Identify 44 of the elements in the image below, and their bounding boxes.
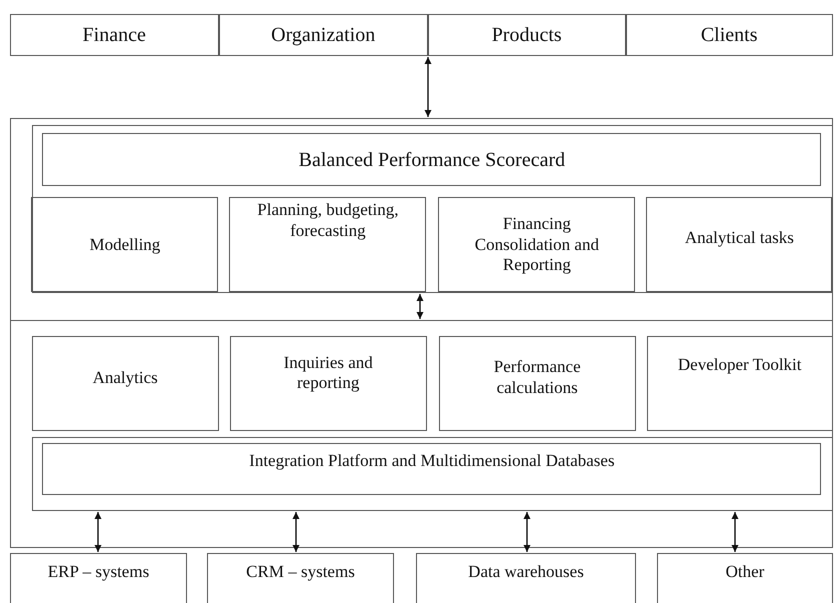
section-frame — [10, 320, 833, 548]
header-cell — [428, 14, 626, 56]
box-label: Performance calculations — [492, 357, 582, 399]
module-box — [438, 197, 636, 292]
section-frame — [10, 118, 833, 321]
source-box — [416, 553, 636, 603]
box-label: Finance — [82, 22, 146, 47]
double-arrow — [292, 512, 300, 552]
module-box — [646, 336, 833, 431]
panel-frame — [32, 436, 833, 511]
box-label: Inquiries and reporting — [282, 352, 374, 394]
double-arrow — [524, 512, 530, 552]
box-label: Data warehouses — [468, 562, 584, 583]
double-arrow — [94, 512, 102, 552]
box-label: Modelling — [89, 234, 160, 256]
module-box — [230, 336, 427, 431]
title-box — [42, 133, 822, 186]
source-box — [207, 553, 394, 603]
source-box — [657, 553, 833, 603]
box-label: Balanced Performance Scorecard — [298, 148, 566, 172]
module-box — [438, 336, 636, 431]
module-box — [646, 197, 832, 292]
header-cell — [218, 14, 428, 56]
panel-frame — [32, 124, 833, 293]
box-label: Products — [492, 22, 562, 47]
box-label: Planning, budgeting, forecasting — [256, 200, 400, 242]
box-label: Analytics — [92, 368, 158, 389]
box-label: Analytical tasks — [684, 228, 794, 248]
double-arrow — [416, 294, 424, 319]
box-label: CRM – systems — [246, 562, 355, 583]
module-box — [32, 336, 219, 431]
double-arrow — [424, 57, 432, 117]
box-label: Clients — [700, 22, 758, 47]
box-label: Developer Toolkit — [678, 354, 802, 376]
platform-box — [42, 443, 822, 496]
box-label: Financing Consolidation and Reporting — [474, 214, 600, 276]
source-box — [10, 553, 187, 603]
box-label: Integration Platform and Multidimensional Databases — [249, 451, 615, 472]
double-arrow — [732, 512, 738, 552]
module-box — [31, 197, 218, 292]
box-label: Other — [726, 562, 764, 583]
box-label: Organization — [271, 22, 376, 47]
module-box — [229, 197, 426, 292]
box-label: ERP – systems — [48, 562, 150, 583]
